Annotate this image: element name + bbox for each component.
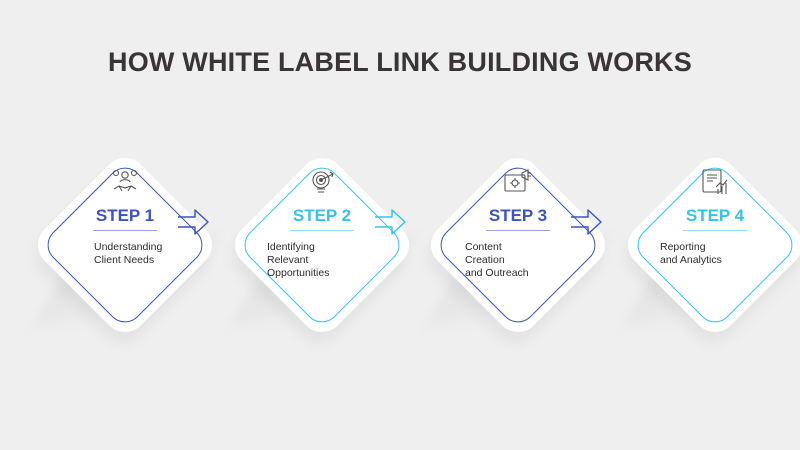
- step-4-card: STEP 4 Reporting and Analytics: [618, 148, 800, 342]
- step-2-card: STEP 2 Identifying Relevant Opportunitie…: [225, 148, 419, 342]
- handshake-people-icon: [112, 169, 138, 192]
- step-4-description: Reporting and Analytics: [660, 241, 722, 266]
- report-chart-icon: [702, 169, 728, 194]
- content-megaphone-icon: [504, 169, 531, 192]
- step-2-label: STEP 2: [292, 206, 352, 225]
- step-3-description: Content Creation and Outreach: [465, 241, 529, 279]
- step-3-label: STEP 3: [488, 206, 548, 225]
- step-2-divider: [290, 230, 354, 231]
- step-1-description: Understanding Client Needs: [94, 241, 163, 266]
- step-4-label: STEP 4: [685, 206, 745, 225]
- page-title: HOW WHITE LABEL LINK BUILDING WORKS: [108, 47, 692, 77]
- step-2-description: Identifying Relevant Opportunities: [267, 241, 330, 279]
- step-3-arrow: [571, 209, 602, 235]
- step-3-divider: [486, 230, 550, 231]
- step-3-card: STEP 3 Content Creation and Outreach: [421, 148, 615, 342]
- target-bulb-icon: [312, 171, 334, 193]
- step-1-label: STEP 1: [95, 206, 155, 225]
- step-1-divider: [93, 230, 157, 231]
- step-1-card: STEP 1 Understanding Client Needs: [28, 148, 222, 342]
- step-2-arrow: [375, 209, 406, 235]
- step-4-divider: [683, 230, 747, 231]
- step-1-arrow: [178, 209, 209, 235]
